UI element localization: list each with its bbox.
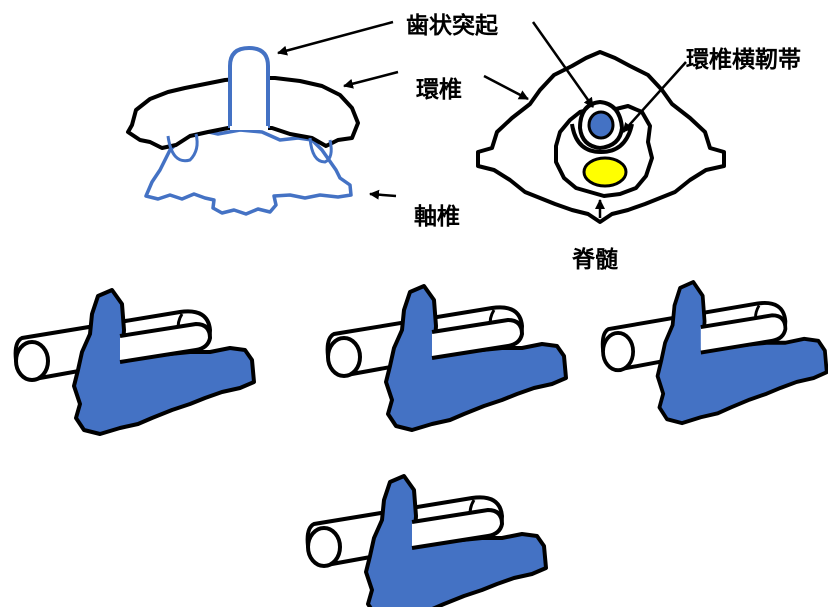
arrow-axis: [369, 189, 397, 200]
spinal-cord-axial: [582, 156, 628, 188]
atlas-right-lateral-mass: [308, 137, 333, 164]
atlas-left-lateral-mass: [166, 133, 199, 163]
leader-arrows: [277, 20, 687, 218]
label-dens: 歯状突起: [406, 12, 498, 38]
arrow-dens-right: [531, 21, 595, 108]
axis-outline: [144, 128, 353, 216]
label-axis: 軸椎: [414, 203, 460, 229]
transverse-ligament: [570, 123, 634, 155]
dens-outline: [228, 45, 270, 128]
label-spinal-cord: 脊髄: [572, 246, 618, 272]
lateral-view-2: [325, 284, 568, 432]
arrow-atlas-left: [343, 70, 399, 89]
arrow-ligament: [622, 61, 687, 133]
frontal-view: [126, 45, 360, 216]
arrow-atlas-right: [483, 74, 529, 101]
arrow-dens-left: [277, 20, 394, 56]
dens-axial: [587, 110, 615, 140]
label-transverse-ligament: 環椎横靭帯: [686, 46, 801, 72]
lateral-view-1: [13, 288, 256, 436]
lateral-view-4: [305, 474, 548, 607]
lateral-view-3: [600, 280, 828, 426]
axial-view: [476, 50, 726, 224]
label-atlas: 環椎: [416, 76, 462, 102]
